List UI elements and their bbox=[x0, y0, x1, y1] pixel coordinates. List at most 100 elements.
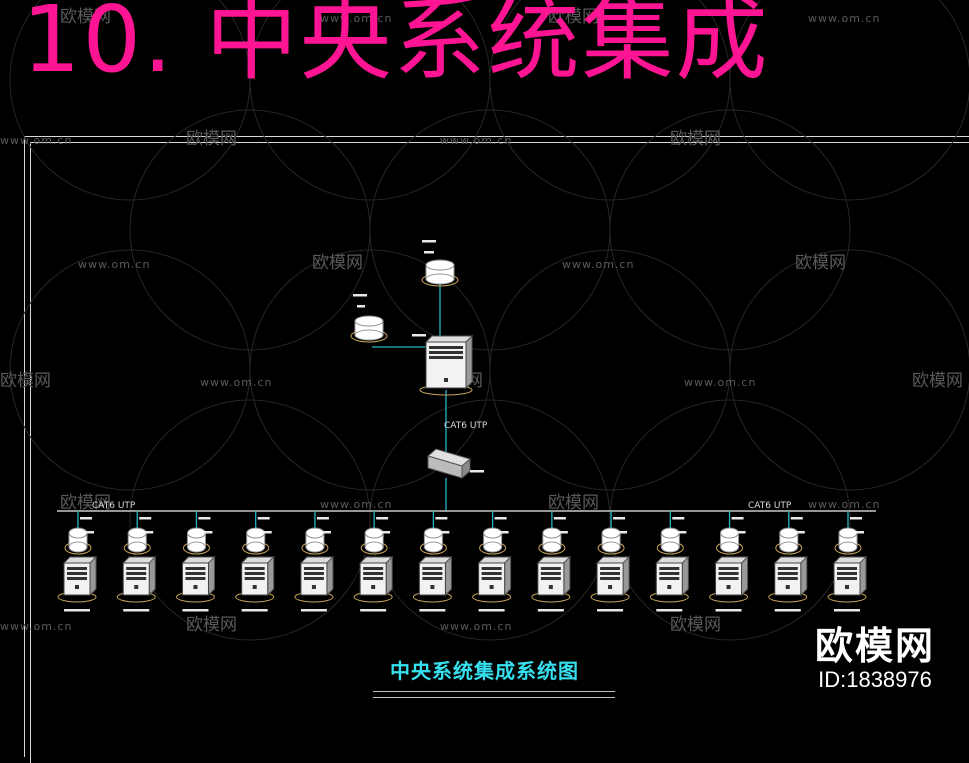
tower-bay bbox=[244, 572, 265, 575]
disk-top bbox=[660, 527, 680, 539]
device-label-mark bbox=[316, 517, 329, 520]
device-label-mark bbox=[353, 294, 367, 297]
disk-bottom bbox=[246, 541, 266, 553]
device-label-mark bbox=[613, 517, 626, 520]
workstation-label bbox=[715, 609, 742, 612]
device-label-mark bbox=[672, 517, 685, 520]
workstation-label bbox=[182, 609, 209, 612]
watermark-url: www.om.cn bbox=[320, 12, 392, 25]
disk-bottom bbox=[660, 541, 680, 553]
tower-button bbox=[489, 585, 494, 589]
watermark-brand: 欧模网 bbox=[60, 493, 111, 513]
title-underline-double bbox=[373, 697, 615, 698]
tower-bay bbox=[718, 567, 739, 570]
workstation-top-label bbox=[553, 517, 566, 520]
workstation-top-label bbox=[376, 517, 389, 520]
diagram-title: 中央系统集成系统图 bbox=[390, 659, 579, 683]
disk-top bbox=[483, 527, 503, 539]
device-label-mark bbox=[419, 609, 446, 612]
tower-side bbox=[741, 555, 749, 597]
tower-button bbox=[75, 585, 79, 589]
workstation-disk-label bbox=[86, 531, 94, 534]
watermark-arc bbox=[609, 399, 851, 641]
storage-disk-left-label bbox=[353, 294, 367, 297]
device-label-mark bbox=[656, 609, 683, 612]
watermark-url: www.om.cn bbox=[808, 498, 880, 511]
page-heading: 10. 中央系统集成 bbox=[22, 0, 770, 93]
watermark-url: www.om.cn bbox=[78, 258, 150, 271]
tower-bay bbox=[126, 567, 147, 570]
workstation-disk-label bbox=[441, 531, 450, 534]
disk-bottom bbox=[483, 541, 503, 553]
storage-disk-left-sublabel bbox=[357, 305, 365, 308]
central-server-label bbox=[412, 334, 426, 337]
watermark-arc bbox=[609, 109, 851, 351]
disk-bottom bbox=[720, 541, 740, 553]
watermark-arc bbox=[129, 109, 371, 351]
tower-bay bbox=[303, 577, 324, 580]
watermark-brand: 欧模网 bbox=[548, 493, 599, 513]
tower-side bbox=[267, 555, 275, 597]
disk-top bbox=[246, 527, 266, 539]
device-label-mark bbox=[478, 609, 505, 612]
workstation-disk-label bbox=[322, 531, 331, 534]
device-label-mark bbox=[597, 609, 624, 612]
tower-side bbox=[859, 555, 867, 597]
device-label-mark bbox=[360, 609, 387, 612]
tower-bay bbox=[659, 577, 680, 580]
workstation-tower bbox=[472, 555, 512, 603]
workstation-tower bbox=[590, 555, 631, 603]
network-switch-label bbox=[470, 470, 484, 473]
watermark-brand: 欧模网 bbox=[186, 129, 237, 149]
tower-bay bbox=[777, 577, 798, 580]
workstation-disk bbox=[64, 527, 92, 555]
tower-bay bbox=[837, 567, 857, 570]
disk-bottom bbox=[779, 541, 799, 553]
workstation-label bbox=[300, 609, 327, 612]
watermark-arc bbox=[729, 249, 969, 491]
tower-bay bbox=[481, 567, 502, 570]
workstation-label bbox=[123, 609, 150, 612]
storage-disk-left bbox=[350, 315, 388, 343]
device-label-mark bbox=[850, 517, 862, 520]
tower-side bbox=[622, 555, 630, 597]
tower-side bbox=[800, 555, 808, 597]
tower-side bbox=[148, 555, 156, 597]
title-underline bbox=[373, 691, 615, 692]
device-label-mark bbox=[678, 531, 687, 534]
tower-bay bbox=[777, 567, 798, 570]
workstation-disk-label bbox=[145, 531, 154, 534]
disk-bottom bbox=[186, 541, 206, 553]
workstation-label bbox=[241, 609, 268, 612]
workstation-label bbox=[360, 609, 387, 612]
network-switch bbox=[426, 448, 472, 480]
device-label-mark bbox=[382, 531, 391, 534]
cable-label-bus-left: CAT6 UTP bbox=[92, 501, 136, 511]
tower-bay bbox=[837, 572, 857, 575]
disk-bottom bbox=[127, 541, 147, 553]
workstation-disk bbox=[301, 527, 329, 555]
device-label-mark bbox=[441, 531, 450, 534]
tower-side bbox=[89, 555, 97, 597]
watermark-arc bbox=[489, 249, 731, 491]
watermark-brand: 欧模网 bbox=[0, 371, 51, 391]
watermark-arc bbox=[129, 399, 371, 641]
workstation-label bbox=[774, 609, 801, 612]
tower-bay bbox=[363, 572, 384, 575]
device-label-mark bbox=[80, 517, 92, 520]
disk-bottom bbox=[425, 273, 455, 285]
workstation-disk-label bbox=[856, 531, 864, 534]
workstation-tower bbox=[57, 555, 98, 603]
tower-bay bbox=[429, 356, 463, 359]
workstation-tower bbox=[294, 555, 335, 603]
device-label-mark bbox=[796, 531, 805, 534]
workstation-label bbox=[64, 609, 90, 612]
watermark-url: www.om.cn bbox=[320, 498, 392, 511]
tower-bay bbox=[363, 577, 384, 580]
device-label-mark bbox=[559, 531, 568, 534]
tower-button bbox=[193, 585, 198, 589]
workstation-top-label bbox=[80, 517, 92, 520]
disk-bottom bbox=[364, 541, 384, 553]
tower-button bbox=[444, 378, 448, 382]
disk-top bbox=[720, 527, 740, 539]
